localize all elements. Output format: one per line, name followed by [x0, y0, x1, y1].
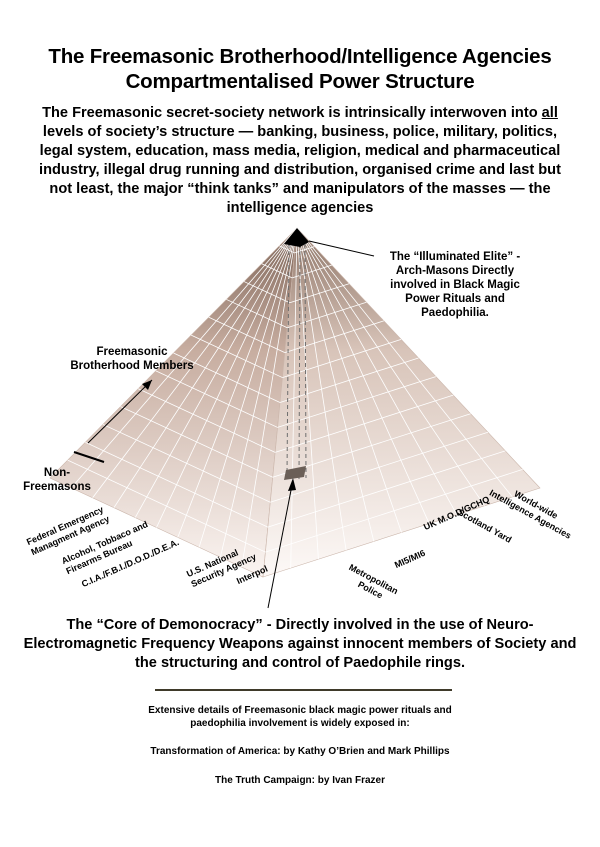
- core-arrowhead: [288, 478, 296, 491]
- members-arrowhead: [142, 380, 152, 390]
- grid-line: [290, 227, 298, 569]
- members-label: Freemasonic Brotherhood Members: [62, 345, 202, 373]
- intro-text-start: The Freemasonic secret-society network i…: [42, 105, 542, 121]
- elite-label-line: involved in Black Magic: [390, 279, 520, 291]
- grid-line: [92, 227, 298, 499]
- intro-paragraph: The Freemasonic secret-society network i…: [28, 104, 572, 218]
- grid-line: [70, 227, 298, 489]
- page-title-line-1: The Freemasonic Brotherhood/Intelligence…: [48, 45, 552, 68]
- grid-line: [156, 227, 298, 528]
- members-label-line: Brotherhood Members: [70, 360, 194, 372]
- intro-text-end: levels of society’s structure — banking,…: [39, 124, 561, 216]
- non-members-label-line: Non-: [43, 467, 71, 479]
- grid-line: [134, 227, 298, 518]
- core-shaft: [286, 243, 307, 481]
- grid-line: [198, 227, 298, 548]
- intro-emphasis: all: [541, 105, 558, 121]
- grid-line: [296, 227, 430, 524]
- grid-line: [296, 227, 485, 507]
- divider-tick: [73, 451, 105, 463]
- elite-label-line: The “Illuminated Elite” -: [389, 251, 521, 263]
- footer-book-1: Transformation of America: by Kathy O’Br…: [150, 746, 450, 757]
- grid-line: [296, 227, 375, 542]
- page-title-line-2: Compartmentalised Power Structure: [125, 70, 475, 93]
- footer-line-2: paedophilia involvement is widely expose…: [190, 718, 410, 729]
- elite-label-line: Paedophilia.: [421, 307, 489, 319]
- core-description: The “Core of Demonocracy” - Directly inv…: [23, 617, 577, 671]
- apex-capstone: [284, 228, 309, 247]
- footer-line-1: Extensive details of Freemasonic black m…: [148, 705, 452, 716]
- members-arrow: [87, 379, 153, 444]
- grid-line: [296, 227, 402, 533]
- core-box: [284, 466, 306, 480]
- grid-line: [113, 227, 298, 508]
- elite-label-line: Arch-Masons Directly: [395, 265, 515, 277]
- footer-book-2: The Truth Campaign: by Ivan Frazer: [214, 775, 386, 786]
- core-pointer: [267, 479, 294, 609]
- non-members-label: Non- Freemasons: [22, 466, 92, 494]
- elite-label-line: Power Rituals and: [405, 293, 505, 305]
- elite-pointer: [308, 240, 375, 257]
- grid-line: [296, 227, 458, 515]
- members-label-line: Freemasonic: [96, 346, 168, 358]
- grid-line: [296, 227, 319, 560]
- grid-line: [220, 227, 298, 558]
- grid-line: [241, 227, 298, 568]
- grid-line: [177, 227, 298, 538]
- grid-line: [296, 227, 513, 498]
- non-members-label-line: Freemasons: [23, 481, 91, 493]
- elite-label: The “Illuminated Elite” - Arch-Masons Di…: [380, 250, 530, 320]
